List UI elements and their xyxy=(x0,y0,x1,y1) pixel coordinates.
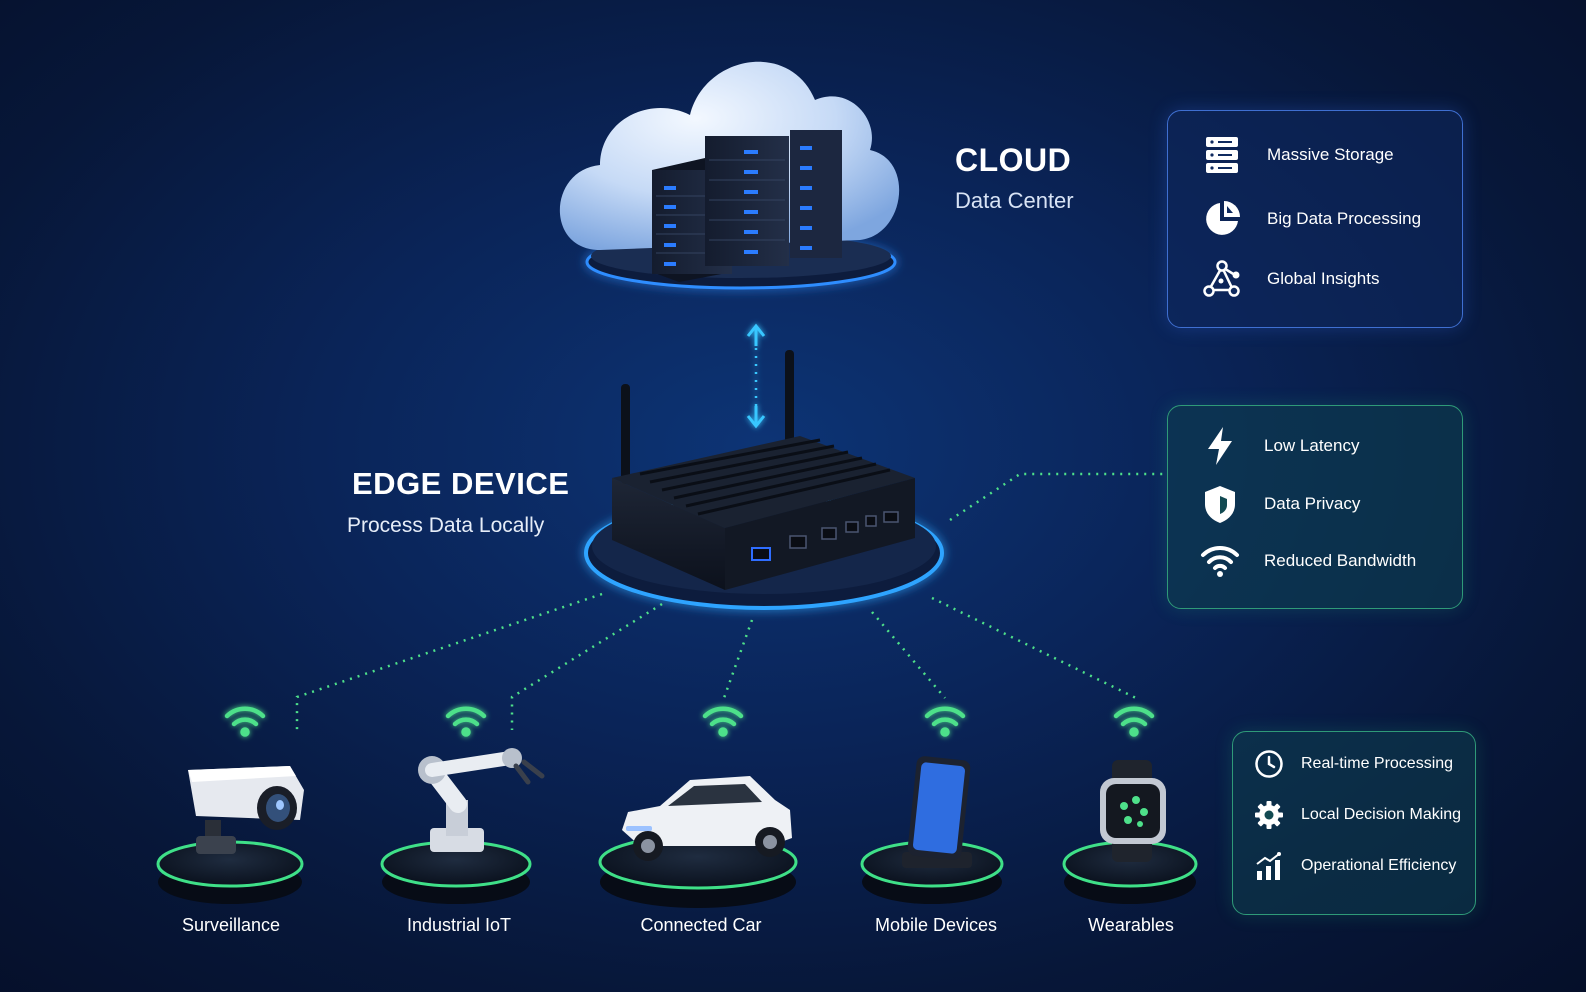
edge-feature-label: Reduced Bandwidth xyxy=(1264,551,1417,570)
device-features-panel: Real-time Processing Local Decision Maki… xyxy=(1232,731,1476,915)
device-feature-item: Operational Efficiency xyxy=(1253,850,1456,882)
bar-chart-icon xyxy=(1253,850,1285,882)
edge-feature-item: Low Latency xyxy=(1200,426,1359,466)
device-connectors xyxy=(295,472,1166,730)
car-icon xyxy=(622,776,792,861)
device-label-mobile-devices: Mobile Devices xyxy=(874,915,998,935)
device-wifi-signals xyxy=(224,706,1155,737)
robotic-arm-icon xyxy=(418,748,545,852)
device-feature-label: Operational Efficiency xyxy=(1301,857,1457,874)
cloud-feature-item: Big Data Processing xyxy=(1202,199,1421,239)
edge-feature-item: Reduced Bandwidth xyxy=(1200,541,1416,581)
device-pedestals xyxy=(156,834,1198,908)
cloud-feature-label: Big Data Processing xyxy=(1267,209,1422,228)
device-label-wearables: Wearables xyxy=(1088,915,1174,935)
pie-chart-icon xyxy=(1202,199,1242,239)
cloud-feature-item: Global Insights xyxy=(1202,259,1379,299)
wifi-icon xyxy=(1200,541,1240,581)
cloud-feature-label: Massive Storage xyxy=(1267,145,1394,164)
edge-feature-label: Low Latency xyxy=(1264,436,1360,455)
edge-title: EDGE DEVICE xyxy=(352,466,570,501)
server-stack-icon xyxy=(1202,135,1242,175)
device-label-industrial-iot: Industrial IoT xyxy=(406,915,512,935)
device-label-connected-car: Connected Car xyxy=(640,915,762,935)
shield-icon xyxy=(1200,484,1240,524)
gear-icon xyxy=(1253,799,1285,831)
cloud-feature-label: Global Insights xyxy=(1267,269,1380,288)
server-racks xyxy=(652,130,842,282)
cloud-feature-item: Massive Storage xyxy=(1202,135,1394,175)
device-feature-item: Real-time Processing xyxy=(1253,748,1453,780)
device-feature-item: Local Decision Making xyxy=(1253,799,1461,831)
edge-features-panel: Low Latency Data Privacy Reduced Bandwid… xyxy=(1167,405,1463,609)
security-camera-icon xyxy=(188,766,304,854)
device-feature-label: Real-time Processing xyxy=(1301,755,1454,772)
network-nodes-icon xyxy=(1202,259,1242,299)
cloud-edge-link xyxy=(746,323,766,429)
device-feature-label: Local Decision Making xyxy=(1301,806,1462,823)
cloud-subtitle: Data Center xyxy=(955,188,1074,213)
edge-device-icon xyxy=(612,350,915,590)
edge-subtitle: Process Data Locally xyxy=(347,514,545,537)
smartphone-icon xyxy=(902,756,972,868)
edge-feature-label: Data Privacy xyxy=(1264,494,1361,513)
smartwatch-icon xyxy=(1100,760,1166,862)
lightning-icon xyxy=(1200,426,1240,466)
edge-feature-item: Data Privacy xyxy=(1200,484,1360,524)
cloud-title: CLOUD xyxy=(955,142,1072,178)
cloud-features-panel: Massive Storage Big Data Processing Glob… xyxy=(1167,110,1463,328)
device-label-surveillance: Surveillance xyxy=(181,915,281,935)
clock-icon xyxy=(1253,748,1285,780)
